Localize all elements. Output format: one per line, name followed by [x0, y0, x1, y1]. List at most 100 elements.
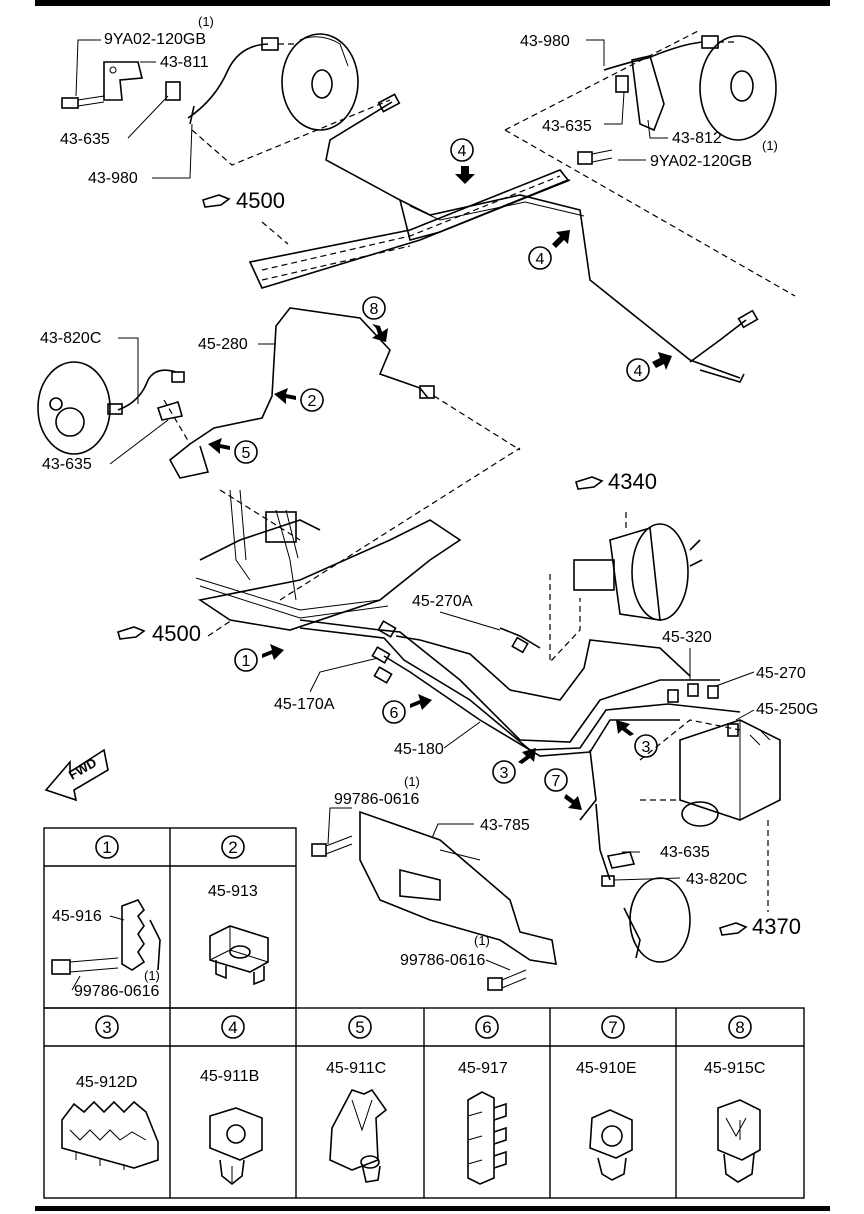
svg-text:3: 3: [102, 1018, 111, 1037]
shield-bolt-bottom-qty: (1): [474, 933, 490, 948]
right-hose-label: 43-980: [520, 33, 570, 50]
clip-45-916-drawing: [51, 899, 161, 991]
table-cell-4-header: 4: [221, 1015, 245, 1039]
clip-45-915c-drawing: [717, 1099, 761, 1183]
ref-4370-label: 4370: [752, 914, 801, 939]
clip-45-911c-drawing: [329, 1088, 388, 1183]
part-45-915c-label: 45-915C: [704, 1060, 765, 1077]
pipe-170a-label: 45-170A: [274, 696, 335, 713]
svg-text:7: 7: [608, 1018, 617, 1037]
callout-8: 8: [362, 296, 388, 342]
pipe-45-280-label: 45-280: [198, 336, 248, 353]
rear-floor-panel: [248, 169, 570, 289]
part-45-913-label: 45-913: [208, 883, 258, 900]
svg-text:2: 2: [228, 838, 237, 857]
left-bolt-qty: (1): [198, 14, 214, 29]
clip-45-910e-drawing: [589, 1109, 633, 1181]
table-cell-8-header: 8: [728, 1015, 752, 1039]
shield-bolt-top: [311, 835, 353, 857]
lower-clip-label: 43-635: [660, 844, 710, 861]
front-right-brake-assembly: [595, 803, 691, 963]
pipe-270a-label: 45-270A: [412, 593, 473, 610]
svg-text:8: 8: [735, 1018, 744, 1037]
ref-4500-top-label: 4500: [236, 188, 285, 213]
left-bolt-label: 9YA02-120GB: [104, 31, 206, 48]
rear-left-disc: [281, 33, 359, 131]
svg-text:8: 8: [370, 301, 379, 318]
svg-text:2: 2: [308, 393, 317, 410]
callout-5: 5: [208, 438, 258, 464]
front-left-hose: [117, 369, 177, 411]
rear-left-hose: [187, 43, 269, 119]
ref-4500-mid-label: 4500: [152, 621, 201, 646]
svg-text:6: 6: [390, 705, 399, 722]
table-cell-1-header: 1: [95, 835, 119, 859]
rear-left-disc-hub: [311, 69, 333, 99]
shield-bolt-top-label: 99786-0616: [334, 791, 420, 808]
callout-3a: 3: [492, 748, 536, 784]
front-left-clip: [156, 401, 184, 421]
front-left-brake-assembly: [37, 337, 191, 465]
svg-text:3: 3: [642, 739, 651, 756]
part-45-916-label: 45-916: [52, 908, 102, 925]
right-clip-label: 43-635: [542, 118, 592, 135]
abs-hydraulic-unit: [639, 719, 781, 912]
table-cell-7-header: 7: [601, 1015, 625, 1039]
table-cell-3-header: 3: [95, 1015, 119, 1039]
heat-shield: [311, 807, 557, 991]
fwd-arrow: FWD: [44, 748, 109, 802]
rear-left-bolt: [61, 95, 105, 109]
clip-45-913-drawing: [209, 925, 269, 986]
right-bolt-qty: (1): [762, 138, 778, 153]
part-45-911c-label: 45-911C: [326, 1060, 386, 1077]
part-99786-0616-label: 99786-0616: [74, 983, 160, 1000]
ref-4500-mid: [117, 619, 233, 640]
ref-4340: [575, 476, 604, 490]
front-floor-panel: [195, 447, 521, 631]
pipe-320-label: 45-320: [662, 629, 712, 646]
rear-right-hose: [603, 41, 703, 71]
front-clip-label: 43-635: [42, 456, 92, 473]
front-hose-label: 43-820C: [40, 330, 101, 347]
right-bolt-label: 9YA02-120GB: [650, 153, 752, 170]
front-right-disc: [629, 877, 691, 963]
rear-brake-pipe: [325, 93, 759, 383]
svg-text:4: 4: [458, 143, 467, 160]
table-cell-6-header: 6: [475, 1015, 499, 1039]
rear-right-brake-assembly: [504, 29, 796, 297]
part-45-910e-label: 45-910E: [576, 1060, 637, 1077]
shield-label: 43-785: [480, 817, 530, 834]
left-hose-label: 43-980: [88, 170, 138, 187]
bottom-rule: [35, 1206, 830, 1211]
pipe-270-label: 45-270: [756, 665, 806, 682]
svg-text:7: 7: [552, 773, 561, 790]
part-45-912d-label: 45-912D: [76, 1074, 137, 1091]
brake-booster: [549, 510, 703, 664]
table-cell-2-header: 2: [221, 835, 245, 859]
rear-right-bracket: [631, 55, 665, 132]
pipe-45-280: [168, 307, 521, 479]
svg-text:4: 4: [634, 363, 643, 380]
callout-4b: 4: [528, 230, 570, 270]
svg-text:6: 6: [482, 1018, 491, 1037]
ref-4500-top: [202, 194, 289, 245]
lower-hose-label: 43-820C: [686, 871, 747, 888]
rear-left-brake-assembly: [61, 33, 391, 179]
shield-bolt-top-qty: (1): [404, 774, 420, 789]
part-99786-qty: (1): [144, 968, 160, 983]
svg-text:5: 5: [242, 445, 251, 462]
callout-2: 2: [274, 388, 324, 412]
callout-1: 1: [234, 644, 284, 672]
pipe-180-label: 45-180: [394, 741, 444, 758]
left-clip-label: 43-635: [60, 131, 110, 148]
callout-4c: 4: [626, 352, 672, 382]
rear-left-clip: [165, 81, 181, 101]
rear-left-bracket: [103, 61, 144, 101]
right-bracket-label: 43-812: [672, 130, 722, 147]
shield-bolt-bottom: [487, 969, 527, 991]
callout-7: 7: [544, 768, 582, 810]
svg-text:4: 4: [228, 1018, 237, 1037]
rear-right-clip: [615, 75, 629, 93]
pipe-250g-label: 45-250G: [756, 701, 818, 718]
